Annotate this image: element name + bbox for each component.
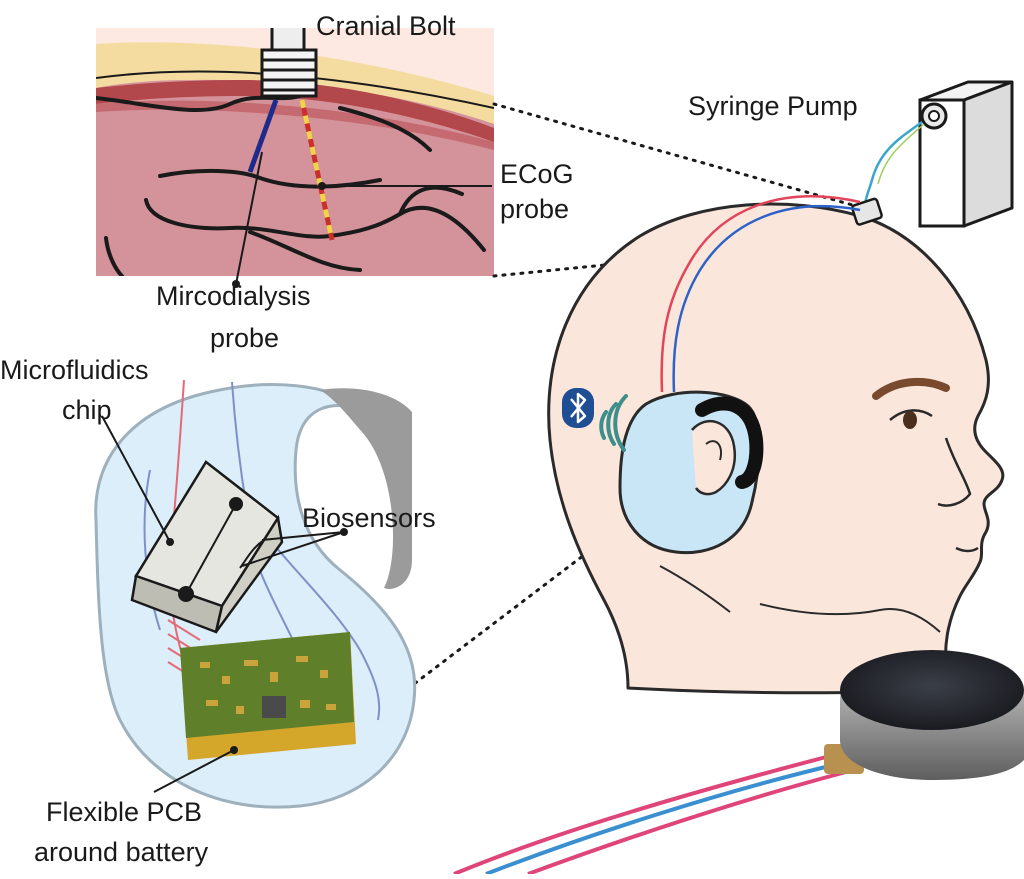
- vibration-motor: [453, 650, 1024, 876]
- flexible-pcb: [180, 632, 356, 760]
- pcb-components: [200, 656, 336, 714]
- eye-lid: [889, 409, 933, 421]
- arachnoid-layer: [96, 100, 494, 150]
- mouth-line: [955, 546, 979, 553]
- jaw-line: [759, 603, 941, 633]
- eye-pupil: [903, 411, 917, 429]
- dura-layer: [96, 80, 494, 142]
- earpiece-closeup: [94, 379, 417, 809]
- brain-cross-section-inset: [96, 28, 494, 276]
- label-biosensors: Biosensors: [302, 503, 436, 533]
- label-pcb-line1: Flexible PCB: [46, 797, 203, 827]
- ear-hook-arm: [320, 388, 412, 589]
- label-ecog-line2: probe: [500, 194, 570, 224]
- label-cranial-bolt: Cranial Bolt: [316, 11, 456, 41]
- ear-device: [618, 390, 761, 555]
- wire-red-head: [660, 195, 861, 393]
- label-microfluidics-line2: chip: [62, 395, 112, 425]
- microfluidics-chip: [130, 460, 284, 634]
- label-microdialysis-line1: Mircodialysis: [156, 281, 311, 311]
- wire-blue-head: [672, 205, 861, 393]
- label-syringe-pump: Syringe Pump: [688, 91, 858, 121]
- microdialysis-probe: [247, 99, 279, 173]
- head-profile: [547, 195, 1005, 695]
- nose-line: [937, 437, 972, 507]
- closeup-leader-lines: [101, 415, 345, 793]
- label-ecog-line1: ECoG: [500, 159, 574, 189]
- ear-outer: [691, 420, 737, 496]
- label-pcb-line2: around battery: [34, 837, 209, 867]
- head-implant-port: [851, 197, 883, 226]
- cranial-bolt: [260, 28, 318, 98]
- ecog-probe-stripes: [299, 99, 335, 241]
- bluetooth-icon: [562, 388, 594, 428]
- syringe-pump: [864, 80, 1014, 228]
- pcb-chip: [262, 696, 286, 718]
- wireless-signal-icon: [599, 394, 628, 452]
- ear-inner: [705, 440, 722, 461]
- label-microdialysis-line2: probe: [210, 323, 280, 353]
- label-microfluidics-line1: Microfluidics: [0, 355, 149, 385]
- neck-line: [659, 565, 731, 613]
- inset-leader-lines: [232, 151, 492, 288]
- ear-hook: [695, 396, 764, 489]
- eyebrow: [872, 377, 950, 400]
